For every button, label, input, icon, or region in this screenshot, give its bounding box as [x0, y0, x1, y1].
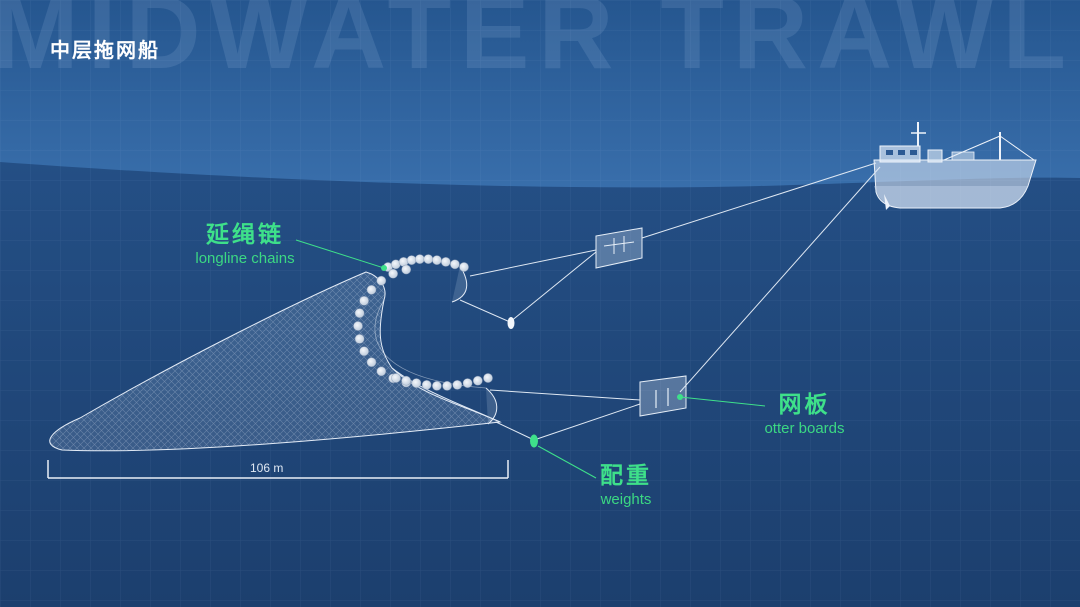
longline-chains-label-en: longline chains [195, 250, 295, 267]
chain-float [421, 379, 432, 390]
chain-float [452, 379, 463, 390]
otter-boards-label-en: otter boards [764, 420, 845, 437]
chain-float [366, 357, 377, 368]
chain-float [391, 373, 401, 383]
chain-float [431, 255, 442, 265]
chain-float [472, 375, 483, 386]
chain-float [431, 380, 442, 391]
otter-boards-label-zh: 网板 [778, 392, 831, 418]
net-length-bracket [47, 460, 509, 479]
otter-boards-label: 网板 otter boards [752, 391, 857, 438]
weights-label: 配重 weights [588, 462, 664, 509]
annotation-leaders [295, 239, 766, 479]
lower-weight-icon [530, 434, 538, 448]
chain-float [406, 255, 417, 265]
longline-chains-label: 延绳链 longline chains [185, 221, 305, 268]
chain-float [388, 268, 398, 279]
chain-float [423, 254, 434, 264]
weights-label-en: weights [600, 491, 652, 508]
chains-marker [381, 265, 387, 271]
upper-weight-icon [507, 317, 515, 329]
otter-board-marker [677, 394, 683, 400]
chain-float [353, 321, 363, 331]
bridle-lines [459, 249, 641, 441]
chain-float [401, 375, 412, 386]
page-title: 中层拖网船 [50, 38, 160, 62]
chain-float [366, 284, 377, 295]
chain-float [359, 295, 369, 306]
upper-otter-board-icon [595, 227, 643, 269]
weights-label-zh: 配重 [600, 463, 652, 489]
upper-warp-cable [641, 162, 877, 239]
trawler-ship-icon [873, 122, 1037, 210]
chain-float [411, 378, 422, 388]
trawl-net [49, 265, 502, 452]
background-title: MIDWATER TRAWLER [0, 0, 1080, 91]
chain-float [462, 378, 473, 388]
chain-float [440, 256, 451, 267]
chain-float [414, 254, 425, 264]
net-length-label: 106 m [250, 461, 284, 475]
longline-chain-floats [353, 254, 493, 391]
longline-chains-label-zh: 延绳链 [206, 222, 284, 248]
chain-float [376, 366, 387, 377]
chain-float [376, 275, 387, 286]
chain-float [359, 346, 369, 357]
lower-otter-board-icon [639, 375, 687, 417]
chain-float [449, 259, 460, 270]
chain-float [354, 308, 365, 318]
chain-float [354, 333, 365, 344]
chain-float [401, 264, 412, 275]
lower-warp-cable [679, 166, 881, 393]
chain-float [442, 380, 452, 391]
chain-float [483, 373, 493, 383]
chain-float [459, 262, 469, 272]
